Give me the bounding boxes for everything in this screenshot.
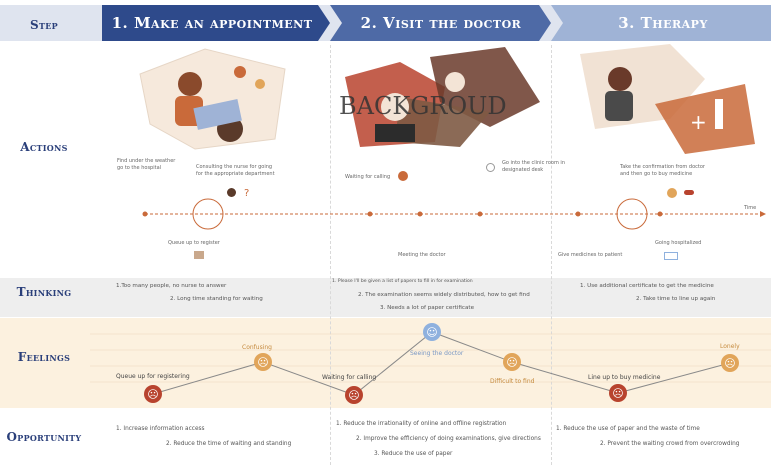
stage-divider xyxy=(551,45,552,465)
action-note: Queue up to register xyxy=(168,240,220,246)
watermark-text: BACKGROUD xyxy=(339,92,507,120)
opportunity-note: 1. Reduce the use of paper and the waste… xyxy=(556,426,700,432)
thinking-note: 1. Use additional certificate to get the… xyxy=(580,283,714,289)
opportunity-note: 2. Improve the efficiency of doing exami… xyxy=(356,436,541,442)
thinking-note: 1. Please I'll be given a list of papers… xyxy=(332,279,473,284)
worried-face-icon: ☹ xyxy=(503,353,521,371)
thinking-note: 2. Take time to line up again xyxy=(636,296,716,302)
opportunity-note: 1. Increase information access xyxy=(116,426,205,432)
register-icon xyxy=(194,251,204,259)
calling-icon xyxy=(398,171,408,181)
svg-text:+: + xyxy=(690,110,707,134)
feeling-label: Seeing the doctor xyxy=(410,350,464,357)
sad-face-icon: ☹ xyxy=(345,386,363,404)
action-note: Take the confirmation from doctor and th… xyxy=(620,164,705,177)
action-note: Find under the weather go to the hospita… xyxy=(117,158,176,171)
feeling-label: Difficult to find xyxy=(490,378,535,385)
feeling-label: Waiting for calling xyxy=(322,374,377,381)
action-note: Meeting the doctor xyxy=(398,252,446,258)
step-label: Step xyxy=(30,18,58,32)
thinking-note: 1.Too many people, no nurse to answer xyxy=(116,283,227,289)
feelings-curve xyxy=(90,331,771,396)
stage-arrows xyxy=(102,5,771,41)
sad-face-icon: ☹ xyxy=(609,384,627,402)
bed-icon xyxy=(664,252,678,260)
opportunity-note: 3. Reduce the use of paper xyxy=(374,451,453,457)
feelings-label: Feelings xyxy=(17,350,71,364)
timeline-axis-label: Time xyxy=(744,205,757,211)
thinking-label: Thinking xyxy=(16,285,72,299)
illustration-appointment xyxy=(139,48,286,150)
feeling-label: Confusing xyxy=(242,344,272,351)
opportunity-note: 2. Reduce the time of waiting and standi… xyxy=(166,441,292,447)
stage-3-arrow xyxy=(551,5,771,41)
stage-divider xyxy=(330,45,331,465)
action-note: Going hospitalized xyxy=(655,240,702,246)
thinking-band xyxy=(0,278,771,317)
action-note: Consulting the nurse for going for the a… xyxy=(196,164,275,177)
feeling-label: Queue up for registering xyxy=(116,373,190,380)
action-note: Go into the clinic room in designated de… xyxy=(502,160,565,173)
question-mark-icon: ? xyxy=(244,188,250,199)
thinking-note: 2. Long time standing for waiting xyxy=(170,296,263,302)
opportunity-note: 2. Prevent the waiting crowd from overcr… xyxy=(600,441,740,447)
person-icon xyxy=(227,188,236,197)
stage-2-title: 2. Visit the doctor xyxy=(360,14,522,32)
illustration-doctor xyxy=(345,47,540,147)
action-note: Waiting for calling xyxy=(345,174,391,180)
sad-face-icon: ☹ xyxy=(144,385,162,403)
medicine-icon xyxy=(667,188,677,198)
thinking-note: 3. Needs a lot of paper certificate xyxy=(380,305,475,311)
action-note: Give medicines to patient xyxy=(558,252,623,258)
stage-3-title: 3. Therapy xyxy=(618,14,708,32)
feeling-label: Line up to buy medicine xyxy=(588,374,661,381)
stage-1-title: 1. Make an appointment xyxy=(111,14,313,32)
pill-icon xyxy=(684,190,694,195)
feelings-band xyxy=(0,318,771,408)
actions-label: Actions xyxy=(20,140,68,154)
worried-face-icon: ☹ xyxy=(721,354,739,372)
stage-1-arrow xyxy=(102,5,330,41)
search-icon xyxy=(486,163,495,172)
illustration-therapy: + xyxy=(580,44,755,154)
feeling-label: Lonely xyxy=(720,343,740,350)
stage-2-arrow xyxy=(330,5,551,41)
journey-timeline xyxy=(142,198,766,230)
neutral-face-icon: ☺ xyxy=(423,323,441,341)
thinking-note: 2. The examination seems widely distribu… xyxy=(358,292,530,298)
opportunity-label: Opportunity xyxy=(6,430,82,444)
opportunity-note: 1. Reduce the irrationality of online an… xyxy=(336,421,507,427)
worried-face-icon: ☹ xyxy=(254,353,272,371)
